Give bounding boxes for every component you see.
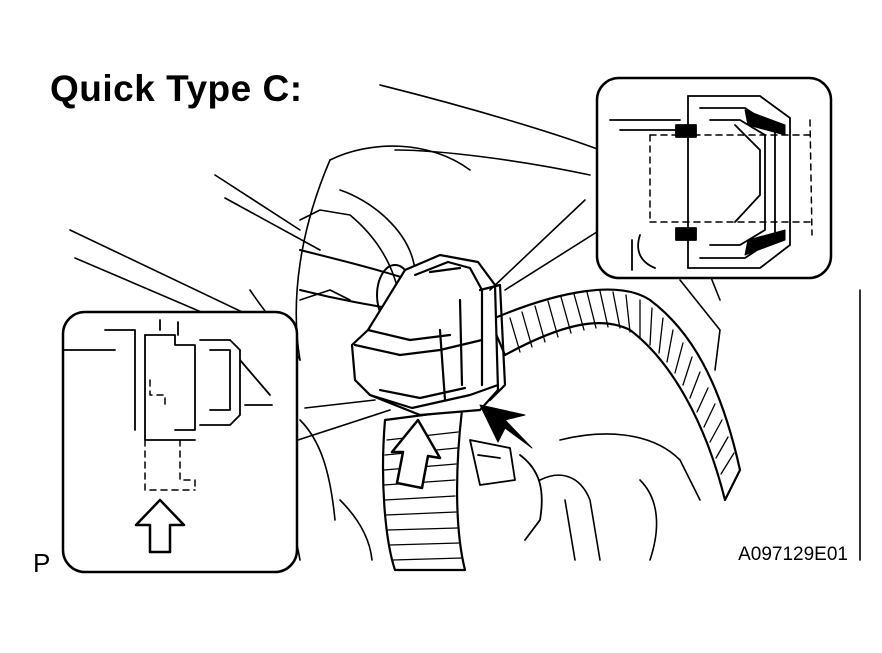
callout-leaders — [297, 199, 601, 441]
connector-closeup-inset — [595, 76, 833, 280]
quick-connector — [350, 253, 507, 417]
push-up-arrow — [390, 418, 442, 490]
figure-title: Quick Type C: — [50, 68, 303, 109]
corner-mark: P — [33, 548, 51, 578]
mount-bracket — [469, 439, 543, 541]
figure-code: A097129E01 — [738, 544, 848, 565]
inset-push-arrow — [134, 498, 186, 554]
push-in-arrow — [479, 404, 533, 449]
retainer-closeup-inset — [61, 310, 299, 574]
corrugated-hose-right — [488, 288, 742, 502]
